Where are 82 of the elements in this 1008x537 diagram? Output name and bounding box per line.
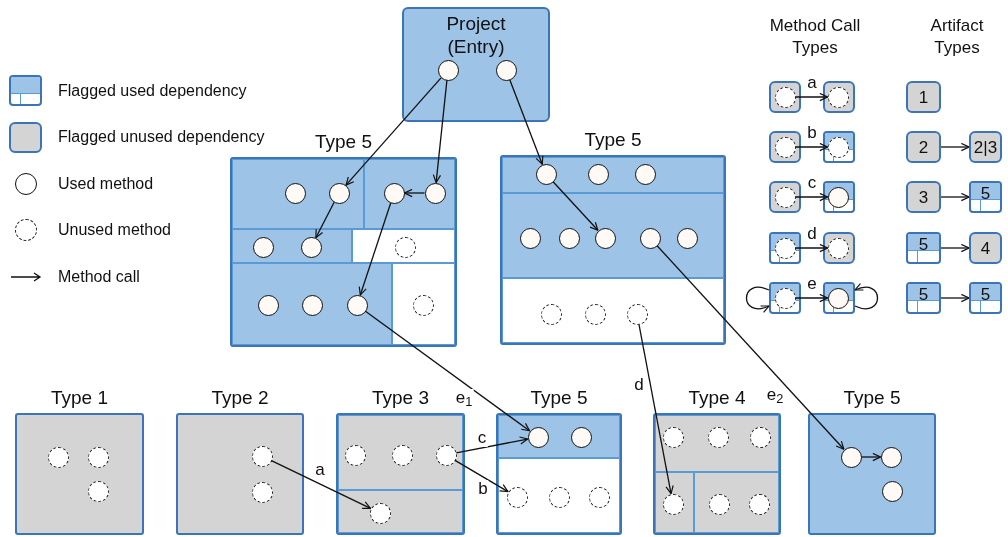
method-call-arrow xyxy=(940,142,970,152)
artifact-type-number: 3 xyxy=(918,188,929,206)
module-section xyxy=(655,472,694,533)
module-section xyxy=(338,415,463,490)
module-section xyxy=(392,263,455,345)
method-call-arrow xyxy=(794,92,829,102)
artifact-box xyxy=(906,131,941,163)
project-box xyxy=(402,7,550,122)
method-call-arrow xyxy=(794,243,829,253)
artifact-box xyxy=(969,181,1002,213)
artifact-type-number: 5 xyxy=(918,285,929,304)
module-title: Type 4 xyxy=(688,387,746,409)
legend-label: Flagged unused dependency xyxy=(58,127,265,147)
method-call-arrow xyxy=(638,323,674,495)
module-title: Type 5 xyxy=(584,129,642,151)
method-call-arrow xyxy=(860,452,882,462)
module-section xyxy=(498,415,620,458)
column-heading: Method Call Types xyxy=(768,15,862,59)
method-call-arrow xyxy=(794,192,829,202)
artifact-box xyxy=(823,131,855,163)
artifact-box xyxy=(906,282,941,314)
method-call-arrow xyxy=(745,286,770,313)
artifact-box xyxy=(823,282,855,314)
method-call-arrow xyxy=(315,201,335,239)
artifact-box xyxy=(823,232,855,264)
column-heading: Artifact Types xyxy=(929,15,985,59)
module-title: Type 2 xyxy=(211,387,269,409)
method-call-arrow xyxy=(364,310,531,432)
project-title: Project (Entry) xyxy=(445,12,507,58)
artifact-box xyxy=(906,232,941,264)
artifact-box xyxy=(969,131,1002,163)
artifact-type-number: 4 xyxy=(980,239,991,257)
module-section xyxy=(352,229,455,263)
module-title: Type 5 xyxy=(530,387,588,409)
method-call-arrow xyxy=(656,245,845,450)
module-title: Type 5 xyxy=(843,387,901,409)
module-section xyxy=(655,415,779,472)
module-section xyxy=(502,193,724,278)
legend-label: Used method xyxy=(58,173,154,194)
method-call-arrow xyxy=(454,459,509,493)
module-title: Type 3 xyxy=(371,387,429,409)
legend-label: Flagged used dependency xyxy=(58,80,247,101)
method-call-arrow xyxy=(270,459,372,510)
module-section xyxy=(694,472,779,533)
artifact-box xyxy=(823,181,855,213)
module-title: Type 1 xyxy=(50,387,108,409)
legend-label: Unused method xyxy=(58,220,171,240)
edge-label: e$_{1}$ xyxy=(454,389,474,407)
artifact-type-number: 5 xyxy=(918,235,929,254)
module-section xyxy=(502,278,724,343)
module-section xyxy=(364,159,455,229)
method-call-arrow xyxy=(358,202,392,296)
artifact-type-number: 5 xyxy=(980,184,991,203)
artifact-box xyxy=(823,81,855,113)
method-call-arrow xyxy=(345,77,442,186)
method-call-arrow xyxy=(940,293,970,303)
artifact-type-number: 2 xyxy=(918,138,929,156)
method-call-arrow xyxy=(455,436,529,454)
method-call-arrow xyxy=(794,293,829,303)
artifact-box xyxy=(969,282,1002,314)
artifact-box xyxy=(969,232,1002,264)
module-section xyxy=(232,263,392,345)
method-call-arrow xyxy=(403,188,426,198)
module-section xyxy=(502,157,724,193)
artifact-box xyxy=(906,81,941,113)
method-call-arrow xyxy=(552,181,599,231)
artifact-type-number: 1 xyxy=(918,88,929,106)
method-call-arrow xyxy=(940,192,970,202)
artifact-type-number: 2|3 xyxy=(973,138,998,156)
artifact-type-number: 5 xyxy=(980,285,991,304)
artifact-box xyxy=(906,181,941,213)
method-call-arrow xyxy=(794,142,829,152)
method-call-arrow xyxy=(854,283,879,310)
method-call-arrow xyxy=(509,79,544,165)
module-section xyxy=(232,229,352,263)
legend-label: Method call xyxy=(58,266,140,287)
module-section xyxy=(338,490,463,533)
method-call-arrow xyxy=(432,79,448,184)
module-title: Type 5 xyxy=(314,131,372,153)
method-call-arrow xyxy=(940,243,970,253)
module-section xyxy=(232,159,364,229)
module-section xyxy=(498,458,620,533)
